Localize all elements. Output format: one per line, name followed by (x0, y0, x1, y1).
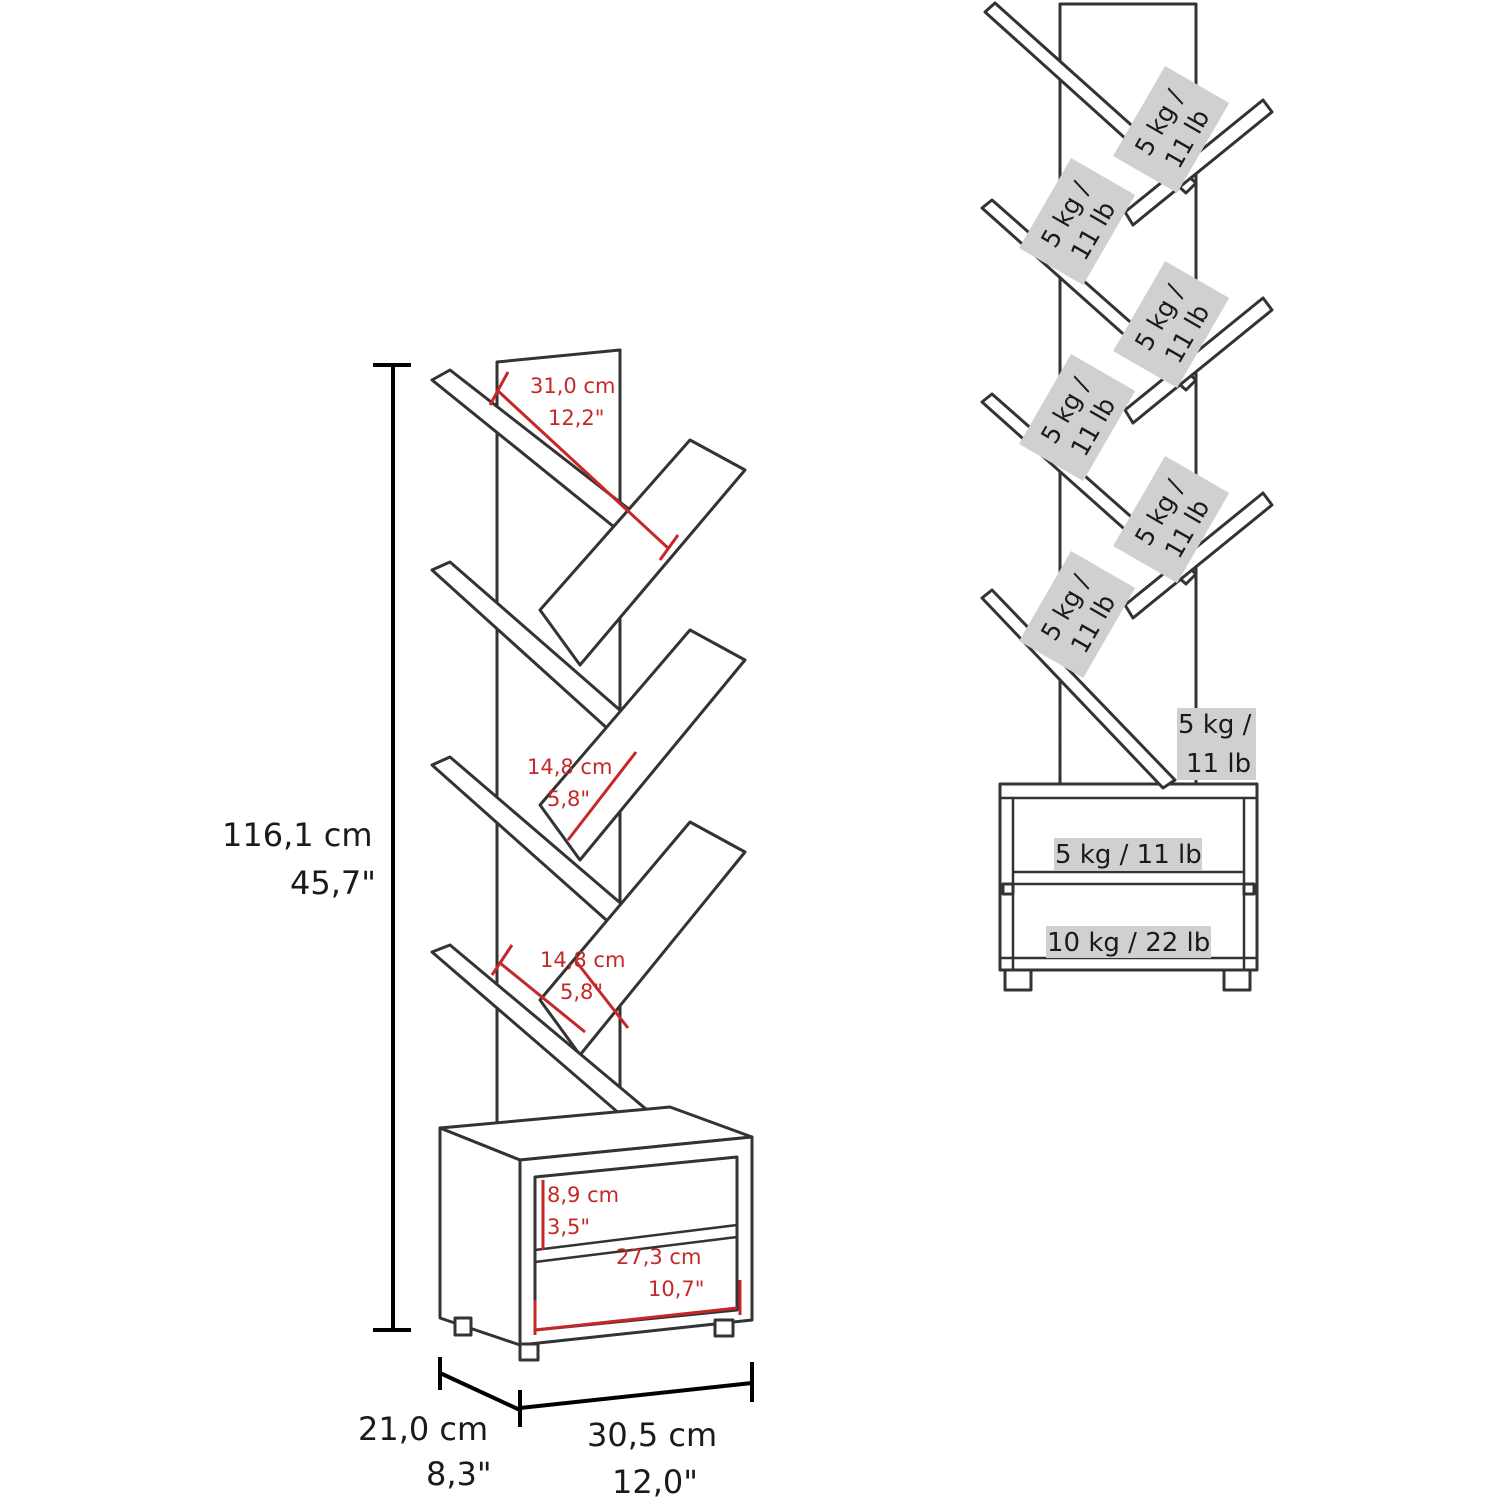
load-label-lowest-shelf: 5 kg / 11 lb (1177, 708, 1256, 780)
load-label-cabinet-shelf: 5 kg / 11 lb (1054, 838, 1202, 870)
front-foot-left (1003, 968, 1033, 992)
svg-text:11 lb: 11 lb (1186, 749, 1251, 779)
cabinet-shelf-edge (534, 1235, 738, 1264)
shelf-right-3 (538, 820, 747, 1057)
shelf-right-2 (538, 628, 747, 862)
width-cm-label: 30,5 cm (587, 1416, 717, 1454)
dim-shelf-length-cm: 31,0 cm (530, 374, 615, 398)
dim-cabinet-height-in: 3,5" (547, 1215, 590, 1239)
base-dimensions: 21,0 cm 8,3" 30,5 cm 12,0" (358, 1357, 754, 1501)
dim-cabinet-height-cm: 8,9 cm (547, 1183, 619, 1207)
height-cm-label: 116,1 cm (222, 816, 373, 854)
shelf-right-1 (538, 438, 747, 667)
red-dimension-lines (488, 371, 742, 1335)
dim-cabinet-width-cm: 27,3 cm (616, 1245, 701, 1269)
cabinet-opening (533, 1155, 739, 1332)
dim-shelf-gap-cm: 14,8 cm (527, 755, 612, 779)
svg-text:5 kg /: 5 kg / (1178, 710, 1252, 740)
front-foot-right (1222, 968, 1252, 992)
load-label-shelf-5: 5 kg / 11 lb (1113, 455, 1230, 584)
dimensioned-bookcase: 31,0 cm 12,2" 14,8 cm 5,8" 14,8 cm 5,8" … (222, 348, 754, 1501)
foot-front-left (518, 1342, 540, 1362)
dim-shelf-gap-in: 5,8" (547, 787, 590, 811)
svg-text:5 kg / 11 lb: 5 kg / 11 lb (1055, 840, 1202, 870)
svg-text:10 kg / 22 lb: 10 kg / 22 lb (1047, 928, 1210, 958)
depth-cm-label: 21,0 cm (358, 1410, 488, 1448)
load-label-cabinet-bottom: 10 kg / 22 lb (1046, 926, 1211, 958)
red-dimension-labels: 31,0 cm 12,2" 14,8 cm 5,8" 14,8 cm 5,8" … (527, 374, 704, 1301)
load-capacity-view: 5 kg / 11 lb 5 kg / 11 lb 5 kg / 11 lb 5… (980, 1, 1274, 992)
foot-left (453, 1316, 473, 1337)
width-in-label: 12,0" (612, 1463, 698, 1500)
cabinet-shelf (534, 1223, 738, 1252)
height-dimension: 116,1 cm 45,7" (222, 363, 411, 1332)
load-label-shelf-2: 5 kg / 11 lb (1019, 157, 1136, 286)
dim-cabinet-width-in: 10,7" (648, 1277, 704, 1301)
foot-front-right (713, 1318, 735, 1338)
depth-in-label: 8,3" (426, 1455, 492, 1493)
cabinet-side (438, 1126, 522, 1347)
dim-lower-gap-in: 5,8" (560, 980, 603, 1004)
dim-lower-gap-cm: 14,8 cm (540, 948, 625, 972)
dim-shelf-length-in: 12,2" (548, 406, 604, 430)
height-in-label: 45,7" (290, 864, 376, 902)
